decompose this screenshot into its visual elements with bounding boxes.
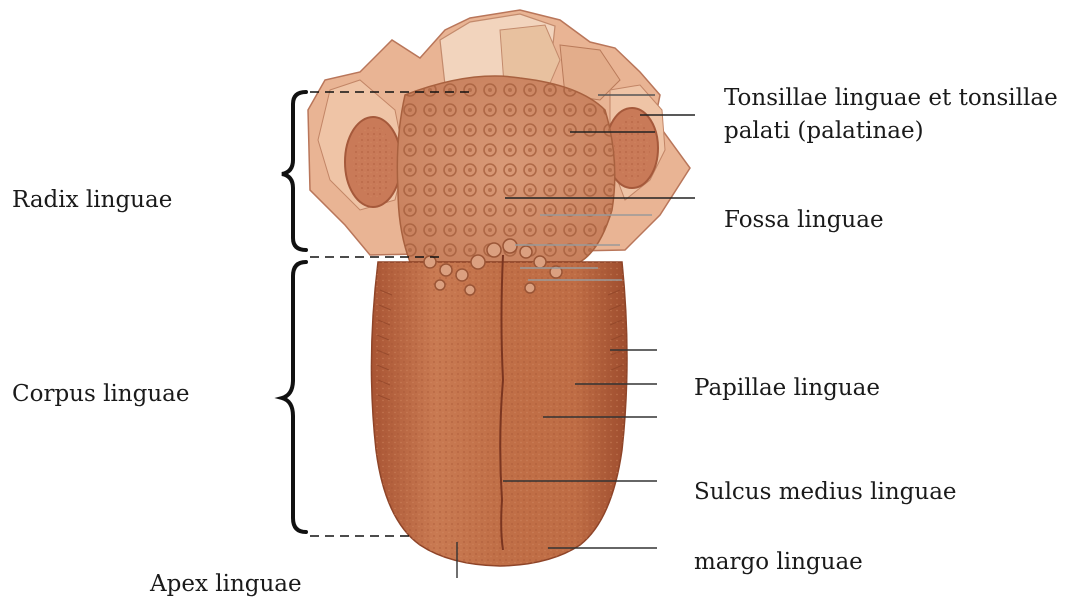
- radix-brace: [282, 92, 306, 250]
- label-sulcus-medius-linguae: Sulcus medius linguae: [694, 478, 957, 506]
- label-corpus-linguae: Corpus linguae: [12, 380, 189, 408]
- label-fossa-linguae: Fossa linguae: [724, 206, 884, 234]
- label-margo-linguae: margo linguae: [694, 548, 863, 576]
- radix-region: [397, 76, 614, 262]
- label-radix-linguae: Radix linguae: [12, 186, 172, 214]
- label-apex-linguae: Apex linguae: [150, 570, 302, 598]
- label-tonsillae-line1: Tonsillae linguae et tonsillae: [724, 84, 1058, 112]
- right-tonsil-texture: [614, 116, 650, 180]
- label-papillae-linguae: Papillae linguae: [694, 374, 880, 402]
- left-tonsil-texture: [353, 126, 393, 198]
- corpus-brace: [282, 262, 306, 532]
- corpus-region: [371, 239, 627, 566]
- label-tonsillae-line2: palati (palatinae): [724, 117, 924, 145]
